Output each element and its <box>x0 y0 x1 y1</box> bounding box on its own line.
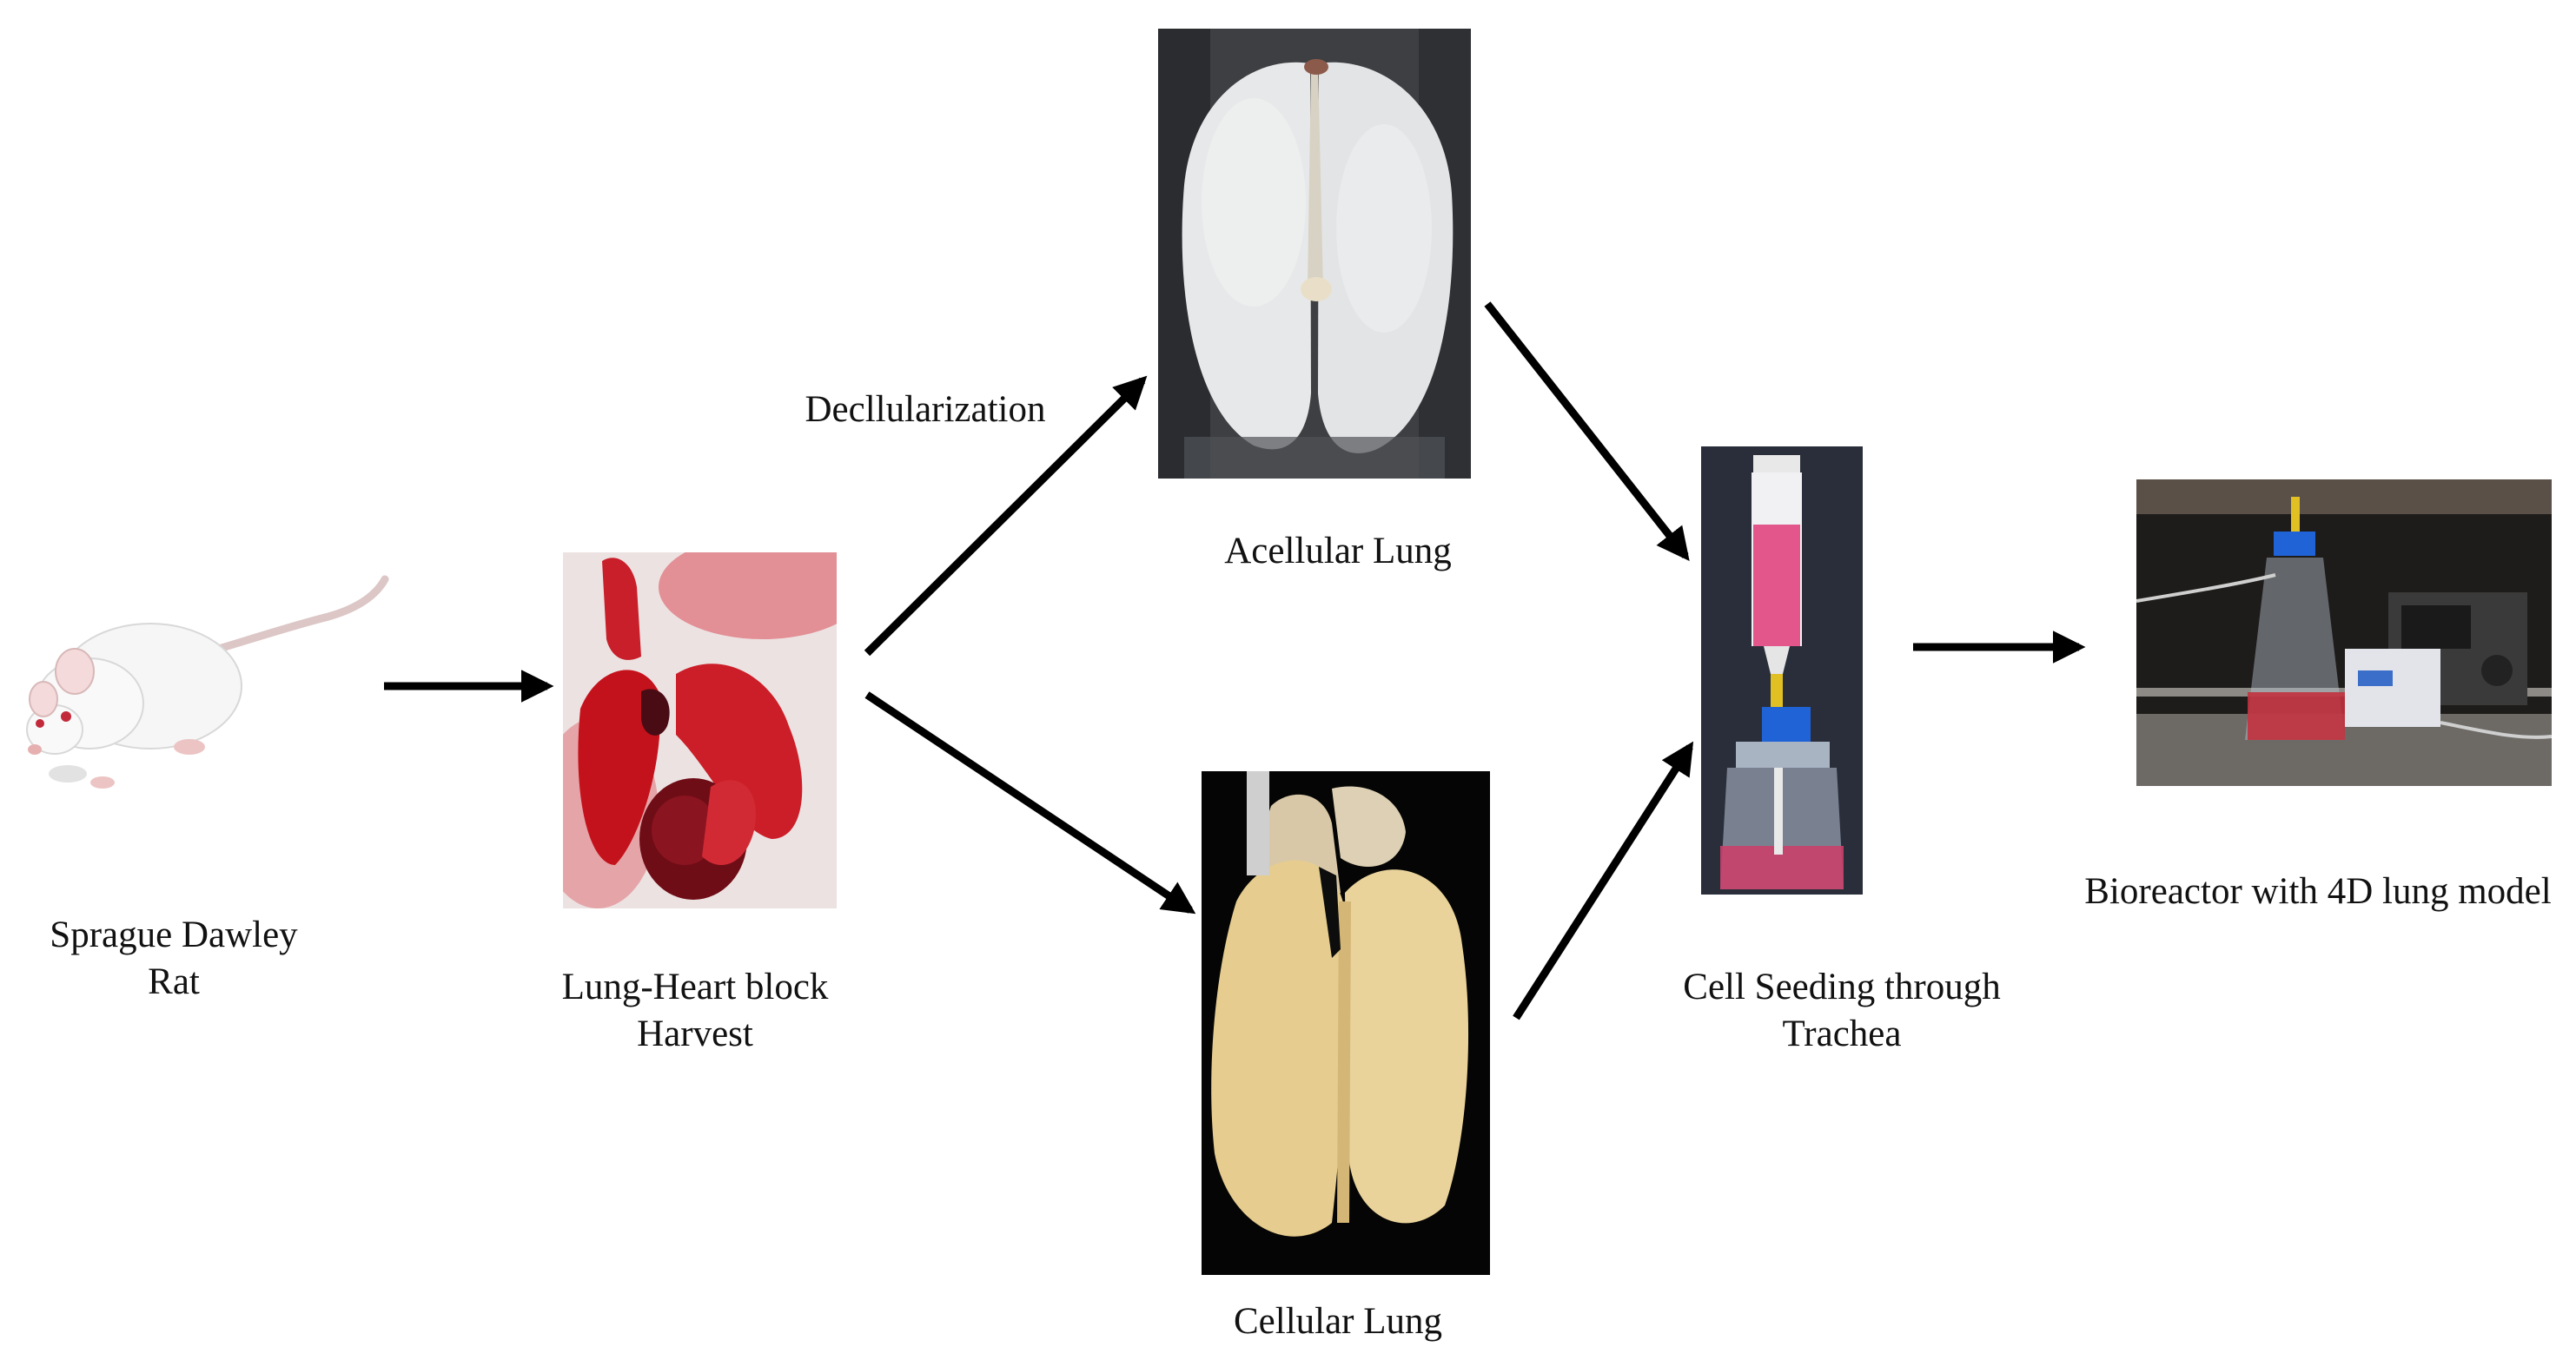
rat-label-line2: Rat <box>35 959 313 1006</box>
harvest-label-line2: Harvest <box>539 1011 851 1058</box>
harvest-label-line1: Lung-Heart block <box>539 964 851 1011</box>
cellular-lung-label: Cellular Lung <box>1199 1298 1477 1345</box>
bioreactor-photo <box>2136 479 2552 786</box>
acellular-lung-label: Acellular Lung <box>1199 528 1477 575</box>
cell-seeding-label-line2: Trachea <box>1633 1011 2050 1058</box>
decellularization-label: Decllularization <box>782 386 1069 433</box>
rat-label-line1: Sprague Dawley <box>35 912 313 959</box>
arrow-harvest-to-cellular <box>867 695 1190 910</box>
rat-label: Sprague Dawley Rat <box>35 912 313 1006</box>
arrow-acellular-to-seeding <box>1487 304 1685 556</box>
cell-seeding-photo <box>1701 446 1863 895</box>
rat-photo <box>16 569 389 795</box>
lung-heart-block-photo <box>563 552 837 908</box>
cell-seeding-label: Cell Seeding through Trachea <box>1633 964 2050 1058</box>
cell-seeding-label-line1: Cell Seeding through <box>1633 964 2050 1011</box>
harvest-label: Lung-Heart block Harvest <box>539 964 851 1058</box>
bioreactor-label: Bioreactor with 4D lung model <box>2066 868 2570 915</box>
cellular-lung-photo <box>1202 771 1490 1275</box>
acellular-lung-photo <box>1158 29 1471 479</box>
